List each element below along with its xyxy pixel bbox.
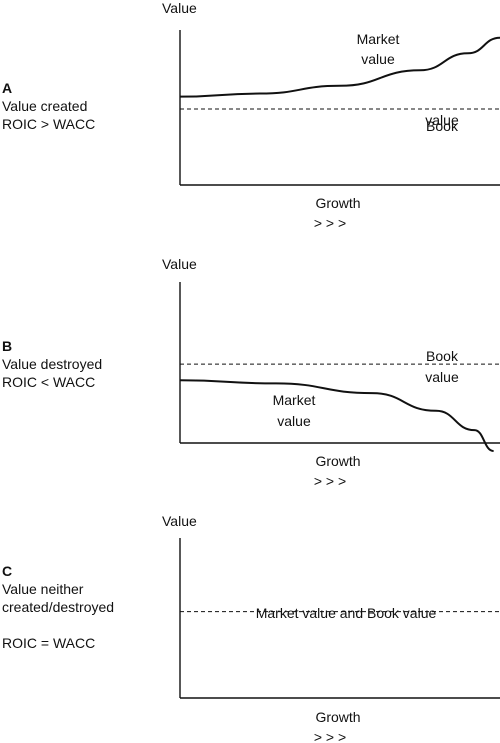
- x-axis-arrows: > > >: [314, 473, 346, 489]
- y-axis-label: Value: [162, 513, 197, 529]
- y-axis-label: Value: [162, 256, 197, 272]
- panel-a-caption: A Value created ROIC > WACC: [2, 79, 95, 133]
- panel-letter: B: [2, 338, 13, 354]
- caption-line: created/destroyed: [2, 599, 115, 615]
- x-axis-label: Growth: [315, 709, 360, 725]
- panel-letter: A: [2, 80, 13, 96]
- caption-line: ROIC > WACC: [2, 116, 96, 132]
- caption-line: ROIC = WACC: [2, 635, 96, 651]
- caption-line: Value created: [2, 98, 88, 114]
- caption-line: Value destroyed: [2, 356, 103, 372]
- x-axis-label: Growth: [315, 453, 360, 469]
- panel-c-caption: C Value neither created/destroyed ROIC =…: [2, 562, 114, 652]
- series-label: value: [425, 112, 459, 128]
- series-label: Book: [426, 348, 459, 364]
- y-axis-label: Value: [162, 0, 197, 16]
- caption-line: ROIC < WACC: [2, 374, 96, 390]
- series-label: Market: [357, 31, 400, 47]
- x-axis-arrows: > > >: [314, 729, 346, 743]
- x-axis-label: Growth: [315, 195, 360, 211]
- x-axis-arrows: > > >: [314, 215, 346, 231]
- series-label: value: [425, 369, 459, 385]
- panel-b-caption: B Value destroyed ROIC < WACC: [2, 337, 102, 391]
- series-label: Market value and Book value: [256, 605, 437, 621]
- series-label: Book: [426, 118, 459, 134]
- series-label: value: [277, 413, 311, 429]
- series-line-solid: [179, 379, 494, 453]
- panel-c: C Value neither created/destroyed ROIC =…: [0, 510, 500, 743]
- series-line-solid: [179, 36, 500, 98]
- series-label: Market: [273, 392, 316, 408]
- series-label: value: [361, 51, 395, 67]
- panel-letter: C: [2, 563, 13, 579]
- caption-line: Value neither: [2, 581, 84, 597]
